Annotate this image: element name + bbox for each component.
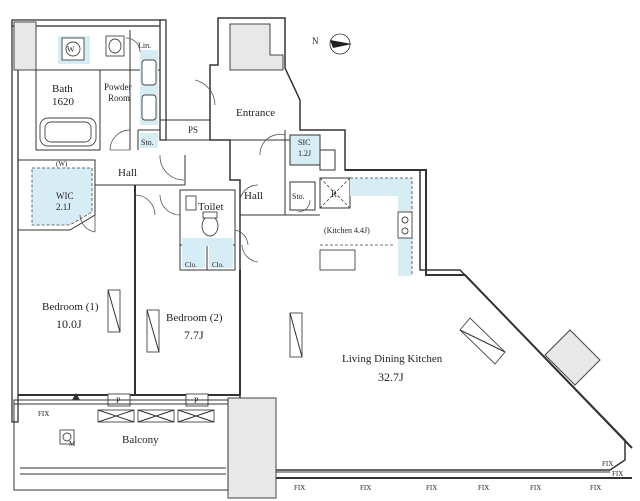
wic-label: WIC [56,191,74,201]
fix-label: FIX [612,470,623,478]
ldk-label: Living Dining Kitchen [342,353,443,365]
bedroom1-label: Bedroom (1) [42,301,99,313]
bath-label: Bath [52,83,73,95]
fix-label: FIX [38,410,49,418]
fridge-label: R [331,189,337,199]
balcony-label: Balcony [122,434,159,446]
compass-north-label: N [312,36,319,46]
p-label-1: P [116,396,121,405]
m-label: M [69,440,76,448]
toilet-bowl [201,215,219,237]
column-top-left [13,21,37,71]
kitchen-label: (Kitchen 4.4J) [324,226,370,235]
hall-label-2: Hall [244,190,263,202]
ldk-size: 32.7J [378,370,404,384]
bath-size: 1620 [52,96,75,108]
balcony-area [13,393,610,491]
clo-label-2: Clo. [212,261,224,269]
marker-triangle [72,393,80,400]
wic-size: 2.1J [56,202,71,212]
fix-label: FIX [478,484,489,492]
sic-size: 1.2J [298,149,311,158]
sic-storage-fill [290,135,320,165]
toilet-label: Toilet [198,201,224,213]
ps-label: PS [188,125,198,135]
fix-label: FIX [590,484,601,492]
door-swings [79,37,311,263]
fix-label: FIX [602,460,613,468]
kitchen-cabinet-fill [350,178,412,196]
powder-room-label-2: Room [108,93,130,103]
bedroom2-label: Bedroom (2) [166,312,223,324]
sto-fill [140,133,158,148]
sto-label-1: Sto. [141,138,154,147]
exterior-walls [11,17,633,499]
cooktop [397,211,413,239]
kitchen-island [319,249,356,271]
fix-label: FIX [426,484,437,492]
bedroom1-size: 10.0J [56,317,82,331]
storage-areas [31,36,413,276]
fix-labels: FIX FIX FIX FIX FIX FIX FIX FIX FIX [38,410,623,492]
column-top-center [229,23,284,71]
w-mark: (W) [56,160,68,168]
sto-label-2: Sto. [292,192,305,201]
column-bottom [227,397,277,499]
wic-fill [32,168,92,225]
north-arrow-icon [330,40,352,48]
column-right [544,329,601,386]
powder-room-label-1: Powder [104,82,132,92]
washer-label: W [67,45,75,54]
hall-label-1: Hall [118,167,137,179]
entrance-label: Entrance [236,107,275,119]
p-label-2: P [194,396,199,405]
bedroom2-size: 7.7J [184,328,204,342]
compass: N [312,33,352,55]
sic-label: SIC [298,138,310,147]
fix-label: FIX [360,484,371,492]
lin-label: Lin. [138,41,151,50]
clo-label-1: Clo. [185,261,197,269]
room-labels: Bath 1620 Powder Room Lin. Sto. PS Entra… [42,41,443,448]
fix-label: FIX [294,484,305,492]
fix-label: FIX [530,484,541,492]
